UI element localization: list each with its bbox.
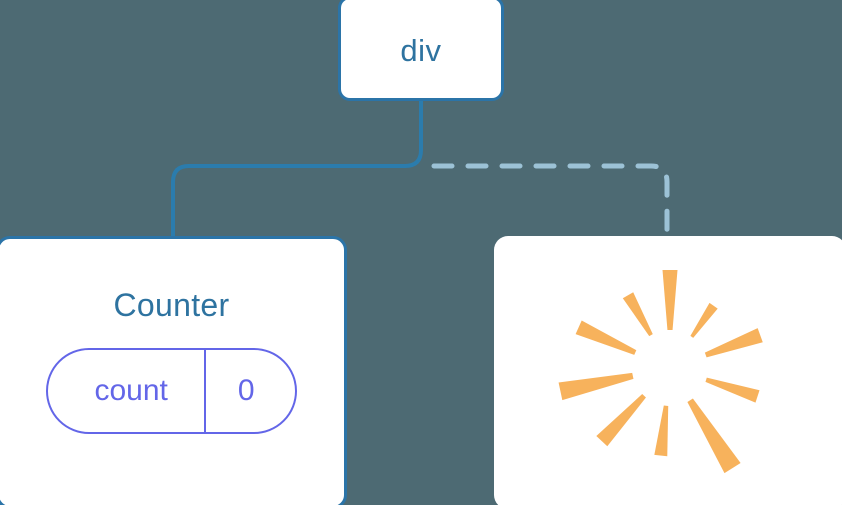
burst-ray-7 [596, 394, 646, 447]
state-value-label: 0 [237, 374, 255, 407]
burst-ray-3 [704, 328, 763, 358]
state-pill-divider [203, 350, 206, 432]
node-div[interactable]: div [338, 0, 504, 101]
burst-ray-10 [622, 292, 653, 337]
burst-ray-6 [654, 405, 669, 457]
burst-ray-group [558, 270, 763, 474]
state-pill-count[interactable]: count 0 [46, 348, 297, 434]
burst-ray-5 [687, 398, 741, 474]
edge-root-to-counter [171, 99, 423, 238]
state-key-label: count [94, 374, 168, 407]
burst-ray-2 [690, 302, 718, 338]
node-counter-label: Counter [113, 287, 230, 323]
burst-ray-4 [705, 377, 760, 403]
node-div-label: div [400, 33, 442, 68]
burst-icon [558, 270, 763, 474]
node-burst[interactable] [494, 236, 842, 505]
burst-ray-9 [575, 320, 637, 355]
edge-root-to-burst [431, 163, 670, 239]
node-counter[interactable]: Counter count 0 [0, 236, 347, 505]
burst-ray-8 [558, 372, 634, 401]
burst-ray-1 [662, 270, 678, 330]
